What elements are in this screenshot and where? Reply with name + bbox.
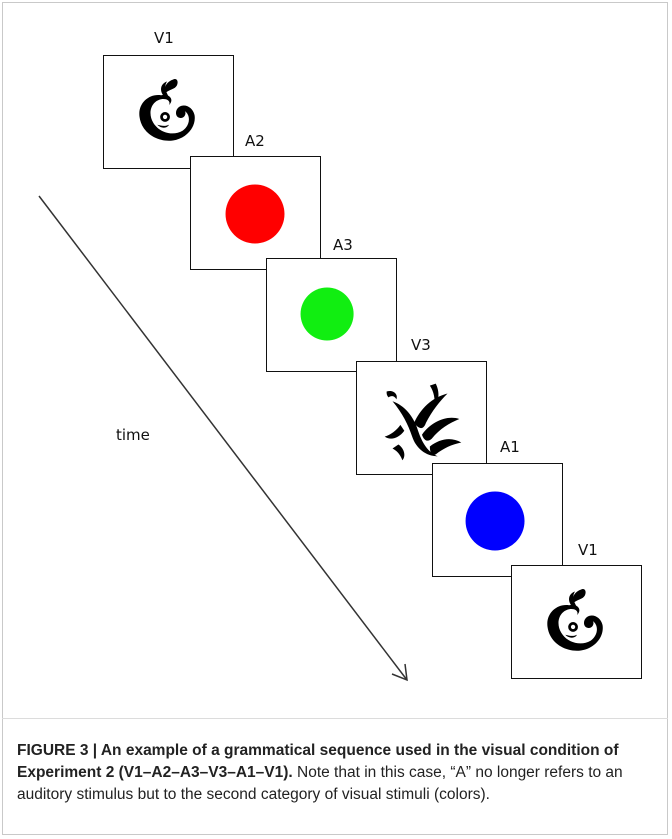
caption-text: Note that in this case, “A” no longer re… xyxy=(17,764,623,803)
frame-label-a1: A1 xyxy=(500,438,520,456)
caption-title: FIGURE 3 | An example of a grammatical s… xyxy=(17,742,619,781)
frame-label-v1-final: V1 xyxy=(578,541,598,559)
frame-label-a2: A2 xyxy=(245,132,265,150)
red-circle xyxy=(225,184,285,244)
swirl-ornament-icon xyxy=(547,589,603,651)
frame-label-v3: V3 xyxy=(411,336,431,354)
caption-divider xyxy=(2,718,668,719)
green-circle xyxy=(300,287,354,341)
blue-circle xyxy=(465,491,525,551)
leaf-ornament-icon xyxy=(384,383,462,461)
stimulus-frame-v1-final xyxy=(511,565,642,679)
stimulus-frame-v3 xyxy=(356,361,487,475)
time-label: time xyxy=(116,426,150,444)
stimulus-frame-a1 xyxy=(432,463,563,577)
stimulus-frame-a2 xyxy=(190,156,321,270)
swirl-ornament-icon xyxy=(139,79,195,141)
frame-label-v1: V1 xyxy=(154,29,174,47)
stimulus-frame-v1 xyxy=(103,55,234,169)
stimulus-frame-a3 xyxy=(266,258,397,372)
figure-caption: FIGURE 3 | An example of a grammatical s… xyxy=(17,740,657,806)
frame-label-a3: A3 xyxy=(333,236,353,254)
